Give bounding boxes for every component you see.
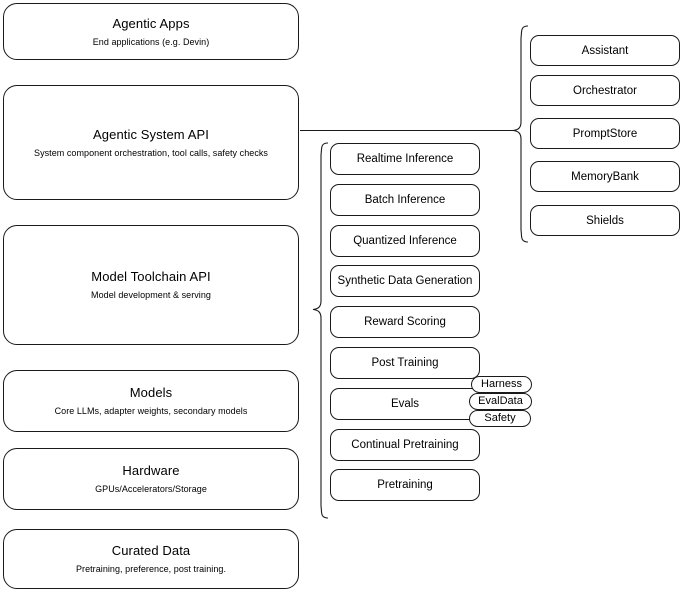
toolchain-item-label: Continual Pretraining <box>351 439 459 451</box>
layer-subtitle: GPUs/Accelerators/Storage <box>95 484 207 494</box>
layer-title: Agentic System API <box>93 126 209 142</box>
layer-title: Hardware <box>122 463 180 478</box>
brace-system-components <box>512 25 529 243</box>
layer-title: Agentic Apps <box>112 15 190 31</box>
layer-title: Model Toolchain API <box>91 269 211 284</box>
eval-chip-label: Safety <box>484 412 516 424</box>
system-item-label: MemoryBank <box>571 170 639 183</box>
toolchain-item-label: Quantized Inference <box>353 235 457 247</box>
toolchain-item-reward-scoring[interactable]: Reward Scoring <box>330 306 480 338</box>
system-item-label: Shields <box>586 214 624 227</box>
layer-box-models[interactable]: Models Core LLMs, adapter weights, secon… <box>3 370 299 432</box>
system-item-label: Orchestrator <box>573 84 637 97</box>
eval-chip-safety[interactable]: Safety <box>469 410 531 427</box>
layer-box-hardware[interactable]: Hardware GPUs/Accelerators/Storage <box>3 448 299 510</box>
toolchain-item-post-training[interactable]: Post Training <box>330 347 480 379</box>
layer-box-model-toolchain-api[interactable]: Model Toolchain API Model development & … <box>3 225 299 345</box>
layer-subtitle: Core LLMs, adapter weights, secondary mo… <box>54 406 248 416</box>
toolchain-item-label: Evals <box>390 398 420 410</box>
brace-toolchain-items <box>312 142 329 519</box>
layer-subtitle: System component orchestration, tool cal… <box>34 147 268 158</box>
system-item-assistant[interactable]: Assistant <box>530 35 680 66</box>
eval-chip-harness[interactable]: Harness <box>471 376 532 393</box>
toolchain-item-continual-pretraining[interactable]: Continual Pretraining <box>330 429 480 461</box>
layer-title: Models <box>129 385 173 400</box>
layer-subtitle: End applications (e.g. Devin) <box>92 36 210 47</box>
toolchain-item-realtime-inference[interactable]: Realtime Inference <box>330 143 480 175</box>
layer-box-agentic-system-api[interactable]: Agentic System API System component orch… <box>3 85 299 200</box>
toolchain-item-batch-inference[interactable]: Batch Inference <box>330 184 480 216</box>
eval-chip-evaldata[interactable]: EvalData <box>469 393 532 410</box>
layer-box-curated-data[interactable]: Curated Data Pretraining, preference, po… <box>3 529 299 589</box>
system-item-shields[interactable]: Shields <box>530 205 680 236</box>
system-item-label: PromptStore <box>572 127 638 140</box>
eval-chip-label: Harness <box>481 378 522 390</box>
system-item-label: Assistant <box>581 44 629 57</box>
toolchain-item-label: Reward Scoring <box>364 316 446 328</box>
toolchain-item-label: Post Training <box>371 357 439 369</box>
system-item-promptstore[interactable]: PromptStore <box>530 118 680 149</box>
system-item-memorybank[interactable]: MemoryBank <box>530 161 680 192</box>
toolchain-item-label: Synthetic Data Generation <box>337 275 473 287</box>
toolchain-item-synthetic-data-generation[interactable]: Synthetic Data Generation <box>330 265 480 297</box>
layer-subtitle: Model development & serving <box>91 290 211 300</box>
toolchain-item-label: Realtime Inference <box>356 153 454 165</box>
system-item-orchestrator[interactable]: Orchestrator <box>530 75 680 106</box>
layer-subtitle: Pretraining, preference, post training. <box>75 564 227 574</box>
layer-box-agentic-apps[interactable]: Agentic Apps End applications (e.g. Devi… <box>3 3 299 60</box>
toolchain-item-pretraining[interactable]: Pretraining <box>330 469 480 501</box>
toolchain-item-label: Pretraining <box>377 479 433 491</box>
toolchain-item-label: Batch Inference <box>364 194 446 206</box>
eval-chip-label: EvalData <box>478 395 523 407</box>
toolchain-item-evals[interactable]: Evals <box>330 388 480 420</box>
layer-title: Curated Data <box>111 543 191 558</box>
toolchain-item-quantized-inference[interactable]: Quantized Inference <box>330 225 480 257</box>
